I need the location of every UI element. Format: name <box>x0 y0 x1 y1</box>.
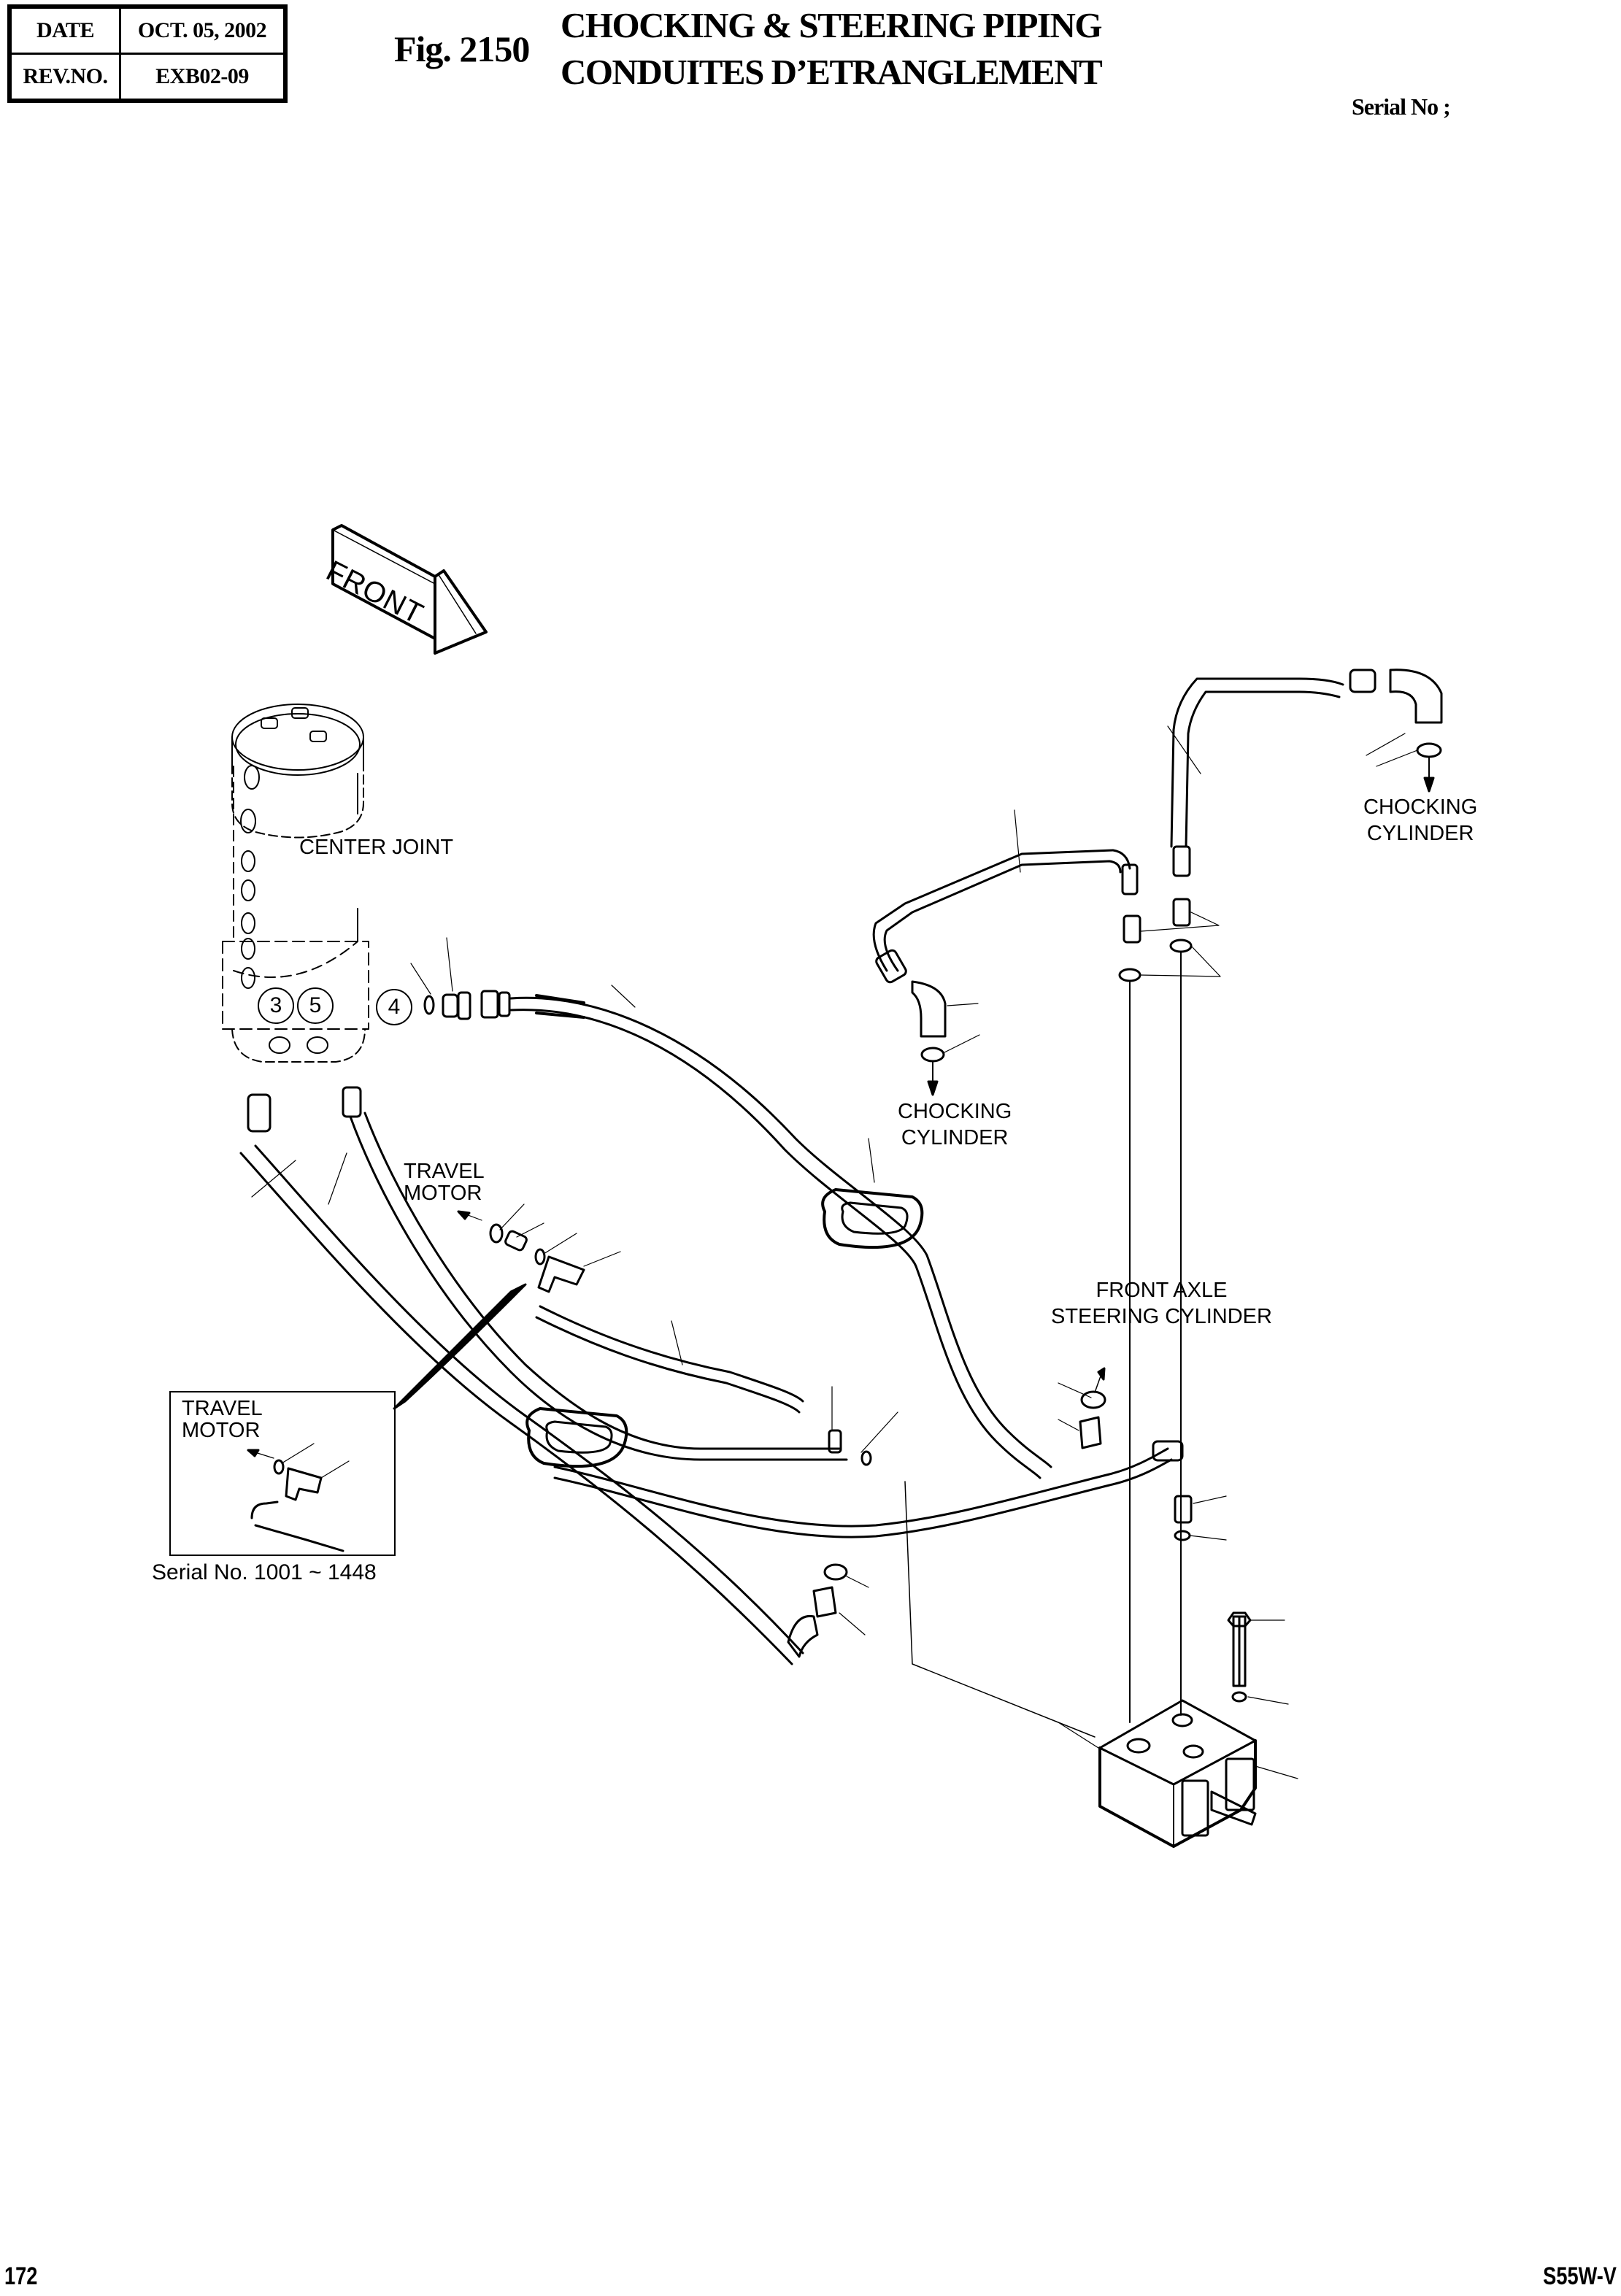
page-number: 172 <box>4 2262 38 2290</box>
figure-number: Fig. 2150 <box>394 28 530 69</box>
travel-motor-hoses <box>239 1086 848 1665</box>
front-axle-label-line1: FRONT AXLE <box>1096 1279 1228 1302</box>
date-key: DATE <box>8 5 121 55</box>
chocking-cylinder-label-1: CHOCKING CYLINDER <box>898 1098 1012 1151</box>
chocking-cylinder-label-2-line1: CHOCKING <box>1363 795 1478 819</box>
inset-fittings <box>247 1443 350 1552</box>
chocking-tubes <box>872 669 1443 1723</box>
serial-number-label: Serial No ; <box>1352 93 1451 120</box>
title-french: CONDUITES D’ETRANGLEMENT <box>561 52 1103 92</box>
revision-value: EXB02-09 <box>119 53 287 102</box>
front-axle-label-line2: STEERING CYLINDER <box>1051 1305 1272 1328</box>
inset-travel-motor-detail <box>169 1391 396 1556</box>
hose-center-to-steering <box>509 985 1052 1479</box>
date-value: OCT. 05, 2002 <box>119 5 287 55</box>
inset-label-line1: TRAVEL <box>182 1397 263 1420</box>
date-row: DATE OCT. 05, 2002 <box>8 5 287 55</box>
center-joint-fittings <box>410 937 511 1020</box>
chocking-cylinder-label-2-line2: CYLINDER <box>1366 822 1474 845</box>
chocking-cylinder-label-1-line2: CYLINDER <box>901 1126 1009 1149</box>
travel-motor-label-line1: TRAVEL <box>404 1160 485 1183</box>
revision-table: DATE OCT. 05, 2002 REV.NO. EXB02-09 <box>7 4 288 103</box>
lower-fittings <box>787 1367 1106 1658</box>
front-axle-steering-cylinder-label: FRONT AXLE STEERING CYLINDER <box>1051 1277 1272 1330</box>
travel-motor-fittings <box>393 1203 621 1410</box>
steering-valve-block <box>1058 1611 1298 1848</box>
center-joint-label: CENTER JOINT <box>299 836 454 859</box>
port-callout-3: 3 <box>258 987 294 1024</box>
port-callout-4: 4 <box>376 989 412 1025</box>
travel-motor-label-line2: MOTOR <box>404 1182 482 1205</box>
revision-key: REV.NO. <box>8 53 121 102</box>
hose-clamps <box>525 1188 924 1468</box>
chocking-cylinder-label-1-line1: CHOCKING <box>898 1100 1012 1123</box>
port-callout-5: 5 <box>297 987 334 1024</box>
title-english: CHOCKING & STEERING PIPING <box>561 5 1103 45</box>
chocking-cylinder-label-2: CHOCKING CYLINDER <box>1363 794 1477 847</box>
inset-label-line2: MOTOR <box>182 1419 261 1442</box>
front-arrow-icon <box>331 524 488 655</box>
model-code: S55W-V <box>1543 2262 1617 2290</box>
hose-to-steering-cylinder <box>535 1305 1227 1738</box>
inset-serial-range: Serial No. 1001 ~ 1448 <box>152 1560 377 1584</box>
revision-row: REV.NO. EXB02-09 <box>8 53 287 102</box>
center-joint <box>222 704 369 1063</box>
inset-travel-motor-label: TRAVEL MOTOR <box>182 1398 263 1441</box>
travel-motor-label: TRAVEL MOTOR <box>404 1160 485 1204</box>
